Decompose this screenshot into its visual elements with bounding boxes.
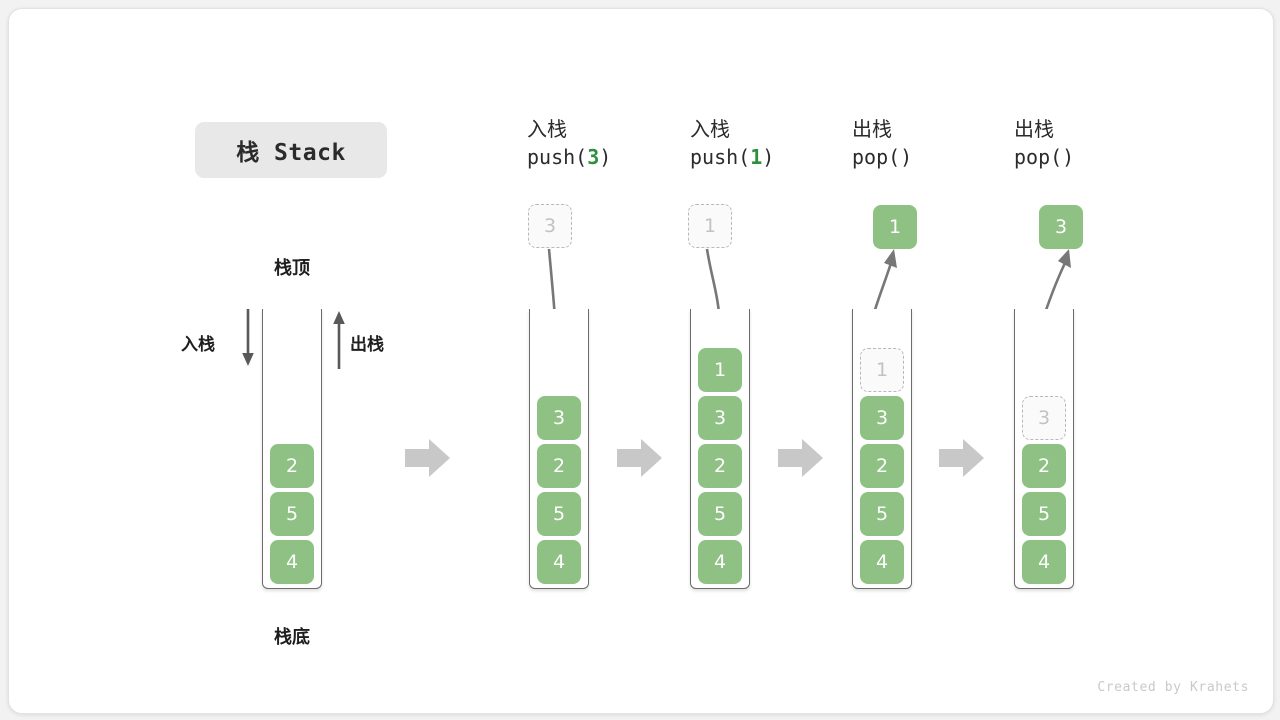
push-direction-label: 入栈 <box>181 335 215 355</box>
stage-header-push-1: 入栈 push(1) <box>690 115 860 172</box>
page-title: 栈 Stack <box>195 122 387 178</box>
stack-cell: 4 <box>1022 540 1066 584</box>
stage-header-pop-1: 出栈 pop() <box>852 115 1022 172</box>
stack-cell: 1 <box>860 348 904 392</box>
stack-bottom-label: 栈底 <box>274 627 310 648</box>
attribution-footer: Created by Krahets <box>1097 680 1249 695</box>
stack-cell: 2 <box>537 444 581 488</box>
stack-cell: 2 <box>698 444 742 488</box>
stage-op-label: 入栈 <box>690 117 730 141</box>
stack-cell: 2 <box>270 444 314 488</box>
stage-op-label: 出栈 <box>852 117 892 141</box>
stack-top-label: 栈顶 <box>274 258 310 279</box>
stage-call-label: push(3) <box>527 143 697 171</box>
stack-cell: 3 <box>698 396 742 440</box>
call-suffix: ) <box>762 145 775 170</box>
flow-arrow-1-icon <box>405 437 451 479</box>
push-down-arrow-icon <box>239 309 257 369</box>
call-prefix: push( <box>527 145 588 170</box>
stack-cell: 4 <box>860 540 904 584</box>
call-argument: 3 <box>587 145 600 170</box>
stack-cell: 5 <box>698 492 742 536</box>
stack-cell: 2 <box>860 444 904 488</box>
stage-call-label: pop() <box>1014 145 1075 170</box>
stage-call-label: push(1) <box>690 143 860 171</box>
call-prefix: push( <box>690 145 751 170</box>
stack-cell: 1 <box>698 348 742 392</box>
popped-element-1: 1 <box>873 205 917 249</box>
stack-cell: 2 <box>1022 444 1066 488</box>
pop-up-arrow-icon <box>330 309 348 369</box>
stage-header-pop-3: 出栈 pop() <box>1014 115 1184 172</box>
floating-element-push-1: 1 <box>688 204 732 248</box>
stack-cell: 3 <box>1022 396 1066 440</box>
stack-cell: 5 <box>1022 492 1066 536</box>
flow-arrow-3-icon <box>778 437 824 479</box>
stage-call-label: pop() <box>852 145 913 170</box>
stack-cell: 4 <box>698 540 742 584</box>
stage-header-push-3: 入栈 push(3) <box>527 115 697 172</box>
flow-arrow-2-icon <box>617 437 663 479</box>
pop-direction-label: 出栈 <box>350 335 384 355</box>
stack-cell: 5 <box>860 492 904 536</box>
stack-cell: 5 <box>537 492 581 536</box>
stack-cell: 4 <box>270 540 314 584</box>
flow-arrow-4-icon <box>939 437 985 479</box>
popped-element-3: 3 <box>1039 205 1083 249</box>
call-argument: 1 <box>750 145 763 170</box>
stack-cell: 5 <box>270 492 314 536</box>
stack-cell: 3 <box>537 396 581 440</box>
call-suffix: ) <box>599 145 612 170</box>
stack-cell: 3 <box>860 396 904 440</box>
stage-op-label: 入栈 <box>527 117 567 141</box>
stage-op-label: 出栈 <box>1014 117 1054 141</box>
stack-cell: 4 <box>537 540 581 584</box>
floating-element-push-3: 3 <box>528 204 572 248</box>
